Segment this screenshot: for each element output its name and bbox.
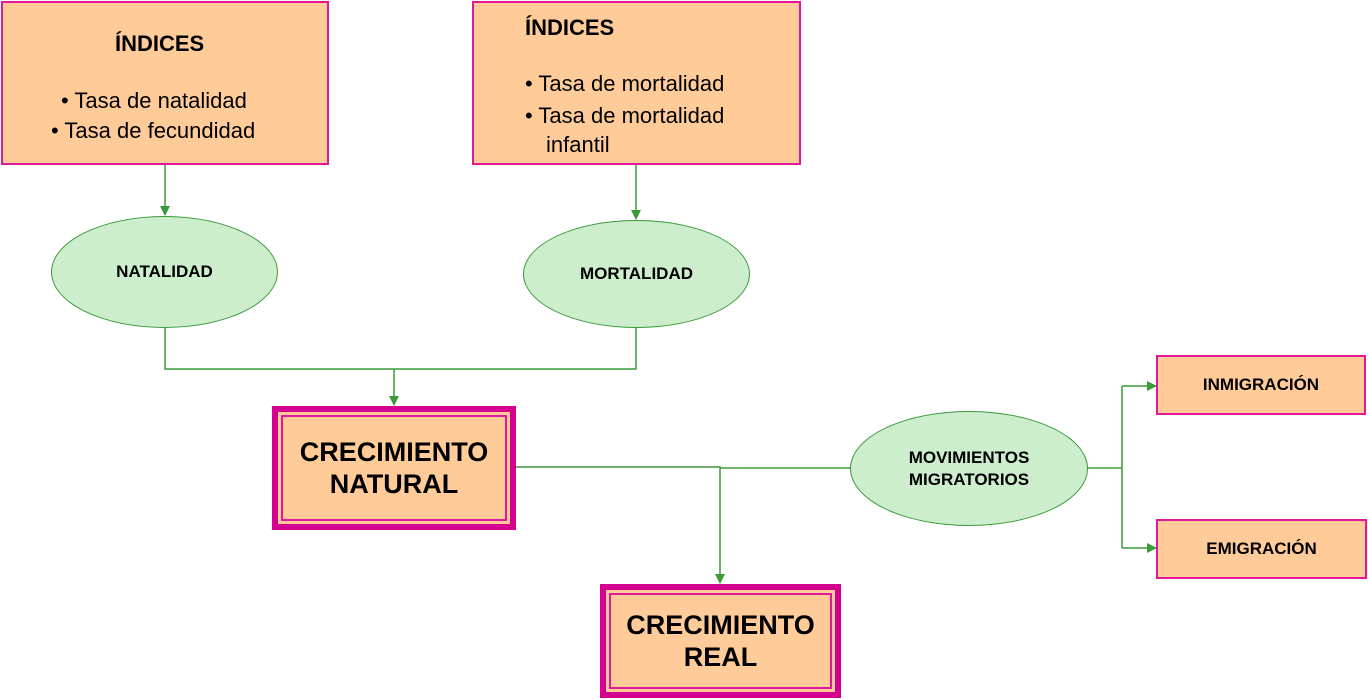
indices-natalidad-box: ÍNDICES • Tasa de natalidad • Tasa de fe…: [1, 1, 329, 165]
index-item: • Tasa de natalidad: [61, 88, 247, 113]
crecimiento-natural-label: CRECIMIENTO NATURAL: [281, 415, 507, 521]
connector-natural-real: [516, 466, 725, 584]
natalidad-node: NATALIDAD: [51, 216, 278, 328]
emigracion-box: EMIGRACIÓN: [1156, 519, 1367, 579]
index-item: • Tasa de mortalidad: [525, 71, 725, 96]
index-item: infantil: [546, 132, 610, 157]
inmigracion-box: INMIGRACIÓN: [1156, 355, 1366, 415]
index-item: • Tasa de fecundidad: [51, 118, 256, 143]
crecimiento-real-box: CRECIMIENTO REAL: [600, 584, 841, 698]
movimientos-migratorios-node: MOVIMIENTOS MIGRATORIOS: [850, 411, 1088, 526]
crecimiento-real-label: CRECIMIENTO REAL: [609, 593, 832, 689]
connector-natalidad-crecimiento: [164, 328, 637, 370]
index-item: • Tasa de mortalidad: [525, 103, 725, 128]
indices-mortalidad-box: ÍNDICES • Tasa de mortalidad • Tasa de m…: [472, 1, 801, 165]
mortalidad-node: MORTALIDAD: [523, 220, 750, 328]
connector-movimientos-split: [1087, 386, 1123, 548]
indices-title: ÍNDICES: [115, 31, 205, 56]
movimientos-label: MOVIMIENTOS MIGRATORIOS: [908, 447, 1030, 489]
crecimiento-natural-box: CRECIMIENTO NATURAL: [272, 406, 516, 530]
indices-title: ÍNDICES: [525, 15, 615, 40]
